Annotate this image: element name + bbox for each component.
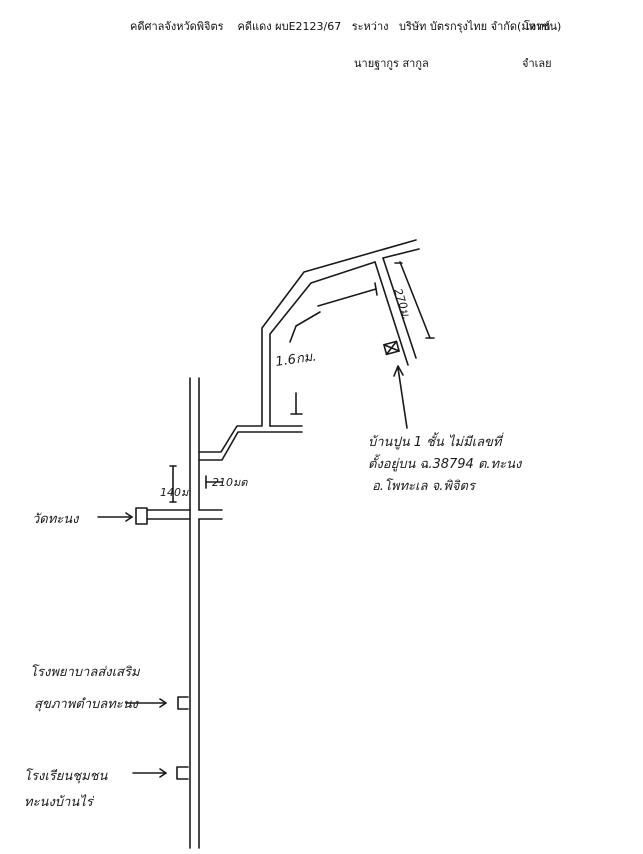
court-name: คดีศาลจังหวัดพิจิตร <box>130 20 224 33</box>
lane-left-edge <box>374 261 409 366</box>
dim-140-label: 140ม <box>160 486 189 499</box>
school-label-line-1: โรงเรียนชุมชน <box>24 768 108 784</box>
plaintiff-role: โจทก์ <box>524 20 551 33</box>
lane-right-edge <box>382 257 417 359</box>
defendant-role: จำเลย <box>522 57 552 70</box>
top-road-inner-right <box>382 248 420 259</box>
temple-arrowhead <box>125 512 133 522</box>
school-arrowhead <box>159 768 167 778</box>
dim-1-6-line-upper <box>289 311 321 343</box>
hospital-marker <box>177 696 189 710</box>
case-number: คดีแดง ผบE2123/67 <box>237 20 342 33</box>
school-marker <box>176 766 189 780</box>
temple-label: วัดทะนง <box>32 512 80 527</box>
dim-1-6-label: 1.6กม. <box>274 349 317 370</box>
dim-1-6-line-top <box>317 288 377 307</box>
plaintiff-name: บริษัท บัตรกรุงไทย จำกัด(มหาชน) <box>399 20 562 33</box>
house-marker <box>383 340 400 356</box>
between-label: ระหว่าง <box>351 20 389 33</box>
header-row-1: คดีศาลจังหวัดพิจิตร คดีแดง ผบE2123/67 ระ… <box>130 20 561 34</box>
branch-road-outer-edge <box>198 239 417 453</box>
temple-marker <box>135 507 148 525</box>
house-label-line-3: อ.โพทะเล จ.พิจิตร <box>372 478 477 494</box>
dim-1-6-tick-top <box>374 282 378 296</box>
hospital-label-line-2: สุขภาพตำบลทะนง <box>34 697 140 712</box>
branch-road-inner-edge <box>269 261 376 427</box>
school-label-line-2: ทะนงบ้านไร่ <box>24 794 95 810</box>
house-marker-cross-2 <box>385 340 398 356</box>
defendant-name: นายฐากูร สากูล <box>354 57 429 70</box>
dim-270-label: 270ม. <box>391 287 413 321</box>
branch-road-lower-edge <box>198 431 303 461</box>
hospital-arrowhead <box>159 698 167 708</box>
dim-270-line <box>399 261 431 339</box>
house-label-line-2: ตั้งอยู่บน ฉ.38794 ต.ทะนง <box>368 454 523 472</box>
house-arrowhead <box>393 365 404 377</box>
hospital-label-line-1: โรงพยาบาลส่งเสริม <box>30 664 141 680</box>
house-label-line-1: บ้านปูน 1 ชั้น ไม่มีเลขที่ <box>368 432 504 450</box>
dim-210-label: 210มต <box>212 476 248 489</box>
house-arrow <box>397 367 408 429</box>
